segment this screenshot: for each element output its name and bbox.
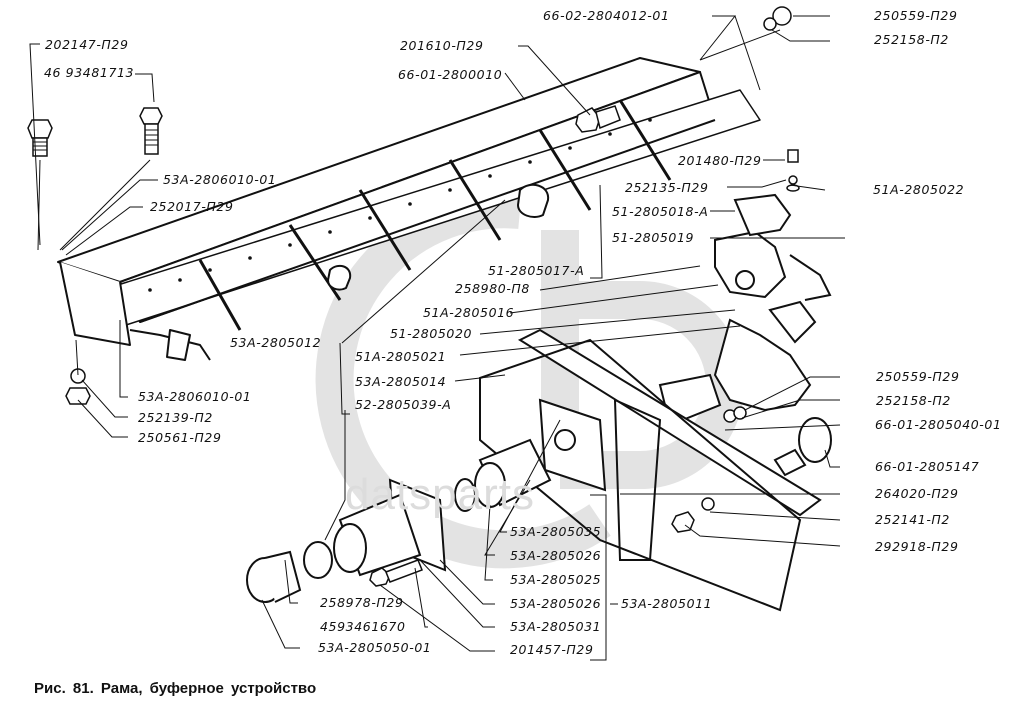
- part-label: 53А-2805014: [355, 374, 447, 389]
- part-label: 51-2805019: [612, 230, 695, 245]
- bolt-4693481713: [139, 107, 163, 155]
- part-label: 52-2805039-А: [355, 397, 452, 412]
- bolt-201610: [575, 105, 621, 133]
- bolt-202147: [27, 119, 53, 157]
- part-label: 53А-2805012: [230, 335, 322, 350]
- part-label: 4593461670: [320, 619, 406, 634]
- part-label: 66-01-2805040-01: [875, 417, 1002, 432]
- part-label: 51А-2805021: [355, 349, 447, 364]
- part-label: 66-02-2804012-01: [543, 8, 670, 23]
- leader-lines: [29, 15, 845, 661]
- part-label: 66-01-2805147: [875, 459, 980, 474]
- part-label: 53А-2805050-01: [318, 640, 432, 655]
- part-label: 252158-П2: [874, 32, 949, 47]
- part-label: 201457-П29: [510, 642, 594, 657]
- part-label: 292918-П29: [875, 539, 959, 554]
- part-label: 53А-2805035: [510, 524, 602, 539]
- part-label: 53А-2805011: [621, 596, 713, 611]
- part-label: 250561-П29: [138, 430, 222, 445]
- part-label: 252135-П29: [625, 180, 709, 195]
- part-label: 53А-2805026: [510, 548, 602, 563]
- buffer-plate: [538, 398, 607, 492]
- buffer-cap: [246, 550, 302, 603]
- part-label: 66-01-2800010: [398, 67, 503, 82]
- tow-eye-bolt: [773, 417, 832, 477]
- part-label: 252017-П29: [150, 199, 234, 214]
- part-label: 264020-П29: [875, 486, 959, 501]
- part-label: 202147-П29: [45, 37, 129, 52]
- part-label: 53А-2806010-01: [138, 389, 252, 404]
- part-label: 258978-П29: [320, 595, 404, 610]
- frame-assembly: [57, 57, 761, 361]
- part-label: 201480-П29: [678, 153, 762, 168]
- figure-caption: Рис. 81. Рама, буферное устройство: [34, 680, 317, 697]
- part-label: 51-2805017-А: [488, 263, 585, 278]
- bolt-4593461670: [369, 559, 423, 587]
- part-label: 51-2805020: [390, 326, 473, 341]
- part-label: 252139-П2: [138, 410, 213, 425]
- watermark-text: datsparts: [345, 470, 535, 519]
- frame-holes: [148, 118, 652, 292]
- buffer-housing: [303, 478, 447, 579]
- part-label: 252158-П2: [876, 393, 951, 408]
- nut-washers: [65, 6, 800, 533]
- part-label: 51А-2805022: [873, 182, 965, 197]
- part-label: 53А-2805025: [510, 572, 602, 587]
- part-label: 201610-П29: [400, 38, 484, 53]
- hook-assembly: [658, 193, 832, 427]
- part-label: 258980-П8: [455, 281, 530, 296]
- part-label: 53А-2805026: [510, 596, 602, 611]
- bumper-beam: [479, 328, 822, 612]
- part-label: 46 93481713: [44, 65, 135, 80]
- part-label: 51А-2805016: [423, 305, 515, 320]
- part-label: 51-2805018-А: [612, 204, 709, 219]
- part-label: 53А-2806010-01: [163, 172, 277, 187]
- part-label: 53А-2805031: [510, 619, 602, 634]
- part-label: 250559-П29: [874, 8, 958, 23]
- buffer-rubber: [454, 438, 552, 512]
- part-label: 252141-П2: [875, 512, 950, 527]
- part-label: 250559-П29: [876, 369, 960, 384]
